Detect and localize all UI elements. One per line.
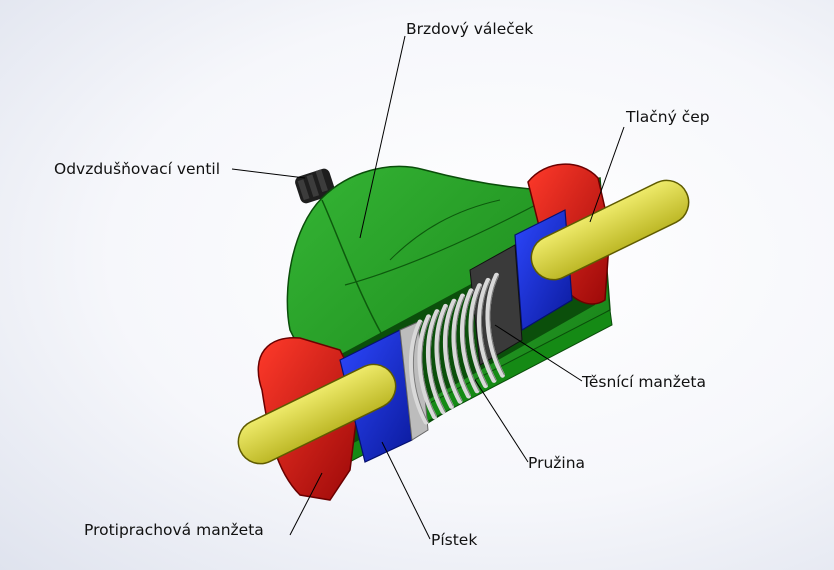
label-brake-cylinder: Brzdový váleček bbox=[406, 20, 534, 38]
label-piston: Pístek bbox=[431, 531, 478, 549]
label-spring: Pružina bbox=[528, 454, 586, 472]
spring-coil bbox=[409, 319, 429, 425]
label-push-pin: Tlačný čep bbox=[626, 108, 710, 126]
leader-spring bbox=[474, 379, 529, 463]
spring-coil-shadow bbox=[421, 316, 437, 418]
spring-coil bbox=[485, 272, 505, 378]
spring-coil bbox=[460, 288, 480, 394]
spring-coil bbox=[417, 314, 437, 420]
leader-brake-cylinder bbox=[359, 35, 406, 239]
leader-piston bbox=[381, 441, 431, 540]
leader-bleed-valve bbox=[231, 168, 306, 179]
spring-coil-shadow bbox=[464, 290, 480, 392]
push-pin-part bbox=[237, 179, 690, 465]
leader-push-pin bbox=[589, 126, 625, 223]
leader-dust-boot bbox=[289, 472, 323, 536]
spring-part bbox=[409, 272, 505, 425]
spring-coil-shadow bbox=[481, 280, 497, 381]
spring-coil bbox=[443, 298, 463, 404]
spring-coil-shadow bbox=[489, 274, 505, 376]
spring-coil bbox=[434, 303, 454, 409]
spring-coil-shadow bbox=[430, 311, 446, 412]
label-sealing-cup: Těsnící manžeta bbox=[582, 373, 706, 391]
label-bleed-valve: Odvzdušňovací ventil bbox=[54, 160, 221, 178]
spring-coil bbox=[477, 277, 497, 383]
spring-coil bbox=[468, 283, 488, 389]
spring-coil-shadow bbox=[447, 300, 463, 402]
spring-coil-shadow bbox=[455, 295, 471, 397]
spring-coil bbox=[451, 293, 471, 399]
label-dust-boot: Protiprachová manžeta bbox=[84, 521, 264, 539]
spring-coil bbox=[426, 309, 446, 415]
spring-coil-shadow bbox=[413, 321, 429, 423]
spring-coil-shadow bbox=[472, 285, 488, 386]
leader-sealing-cup bbox=[494, 324, 583, 382]
spring-coil-shadow bbox=[438, 306, 454, 407]
